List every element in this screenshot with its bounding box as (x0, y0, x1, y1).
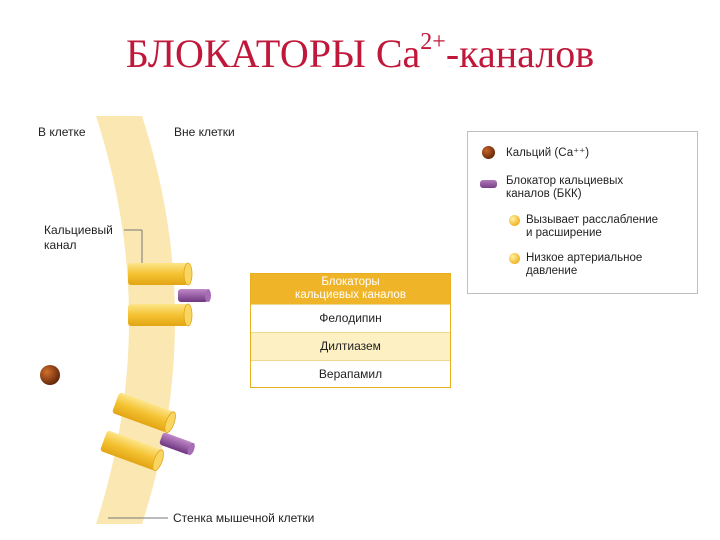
table-row: Верапамил (251, 360, 450, 388)
title-superscript: 2+ (420, 29, 446, 55)
calcium-icon (482, 146, 495, 159)
legend-blocker-line2: каналов (БКК) (506, 188, 582, 200)
legend-calcium-text: Кальций (Са⁺⁺) (506, 147, 590, 159)
calcium-channel-upper (128, 262, 193, 327)
legend-pressure-line2: давление (526, 265, 578, 277)
relaxation-bullet-icon (509, 215, 520, 226)
table-row: Фелодипин (251, 304, 450, 332)
muscle-wall-label: Стенка мышечной клетки (173, 511, 315, 525)
title-suffix: -каналов (445, 31, 595, 76)
calcium-ion (40, 365, 60, 385)
inside-cell-label: В клетке (38, 125, 86, 139)
legend-blocker-line1: Блокатор кальциевых (506, 175, 624, 187)
legend-blocker-text: Блокатор кальциевых каналов (БКК) (506, 175, 623, 201)
calcium-channel-lower (100, 392, 176, 472)
legend-relaxation-line2: и расширение (526, 227, 602, 239)
legend-panel: Кальций (Са⁺⁺) Блокатор кальциевых канал… (467, 131, 698, 294)
blockers-table: Блокаторы кальциевых каналов Фелодипин Д… (250, 273, 451, 388)
slide-title: БЛОКАТОРЫ Са2+-каналов (0, 30, 720, 77)
channel-blocker-lower (159, 432, 195, 456)
table-header-line2: кальциевых каналов (295, 289, 406, 301)
table-header: Блокаторы кальциевых каналов (251, 274, 450, 304)
blocker-icon (480, 180, 497, 188)
legend-pressure-line1: Низкое артериальное (526, 252, 643, 264)
legend-pressure-text: Низкое артериальное давление (526, 252, 642, 278)
table-row: Дилтиазем (251, 332, 450, 360)
calcium-channel-label-line2: канал (44, 238, 77, 252)
title-main: БЛОКАТОРЫ Са (125, 31, 421, 76)
pressure-bullet-icon (509, 253, 520, 264)
calcium-channel-label-line1: Кальциевый (44, 223, 113, 237)
legend-relaxation-line1: Вызывает расслабление (526, 214, 659, 226)
outside-cell-label: Вне клетки (174, 125, 235, 139)
table-header-line1: Блокаторы (321, 276, 380, 288)
channel-blocker-upper (178, 289, 211, 302)
legend-relaxation-text: Вызывает расслабление и расширение (526, 214, 658, 240)
